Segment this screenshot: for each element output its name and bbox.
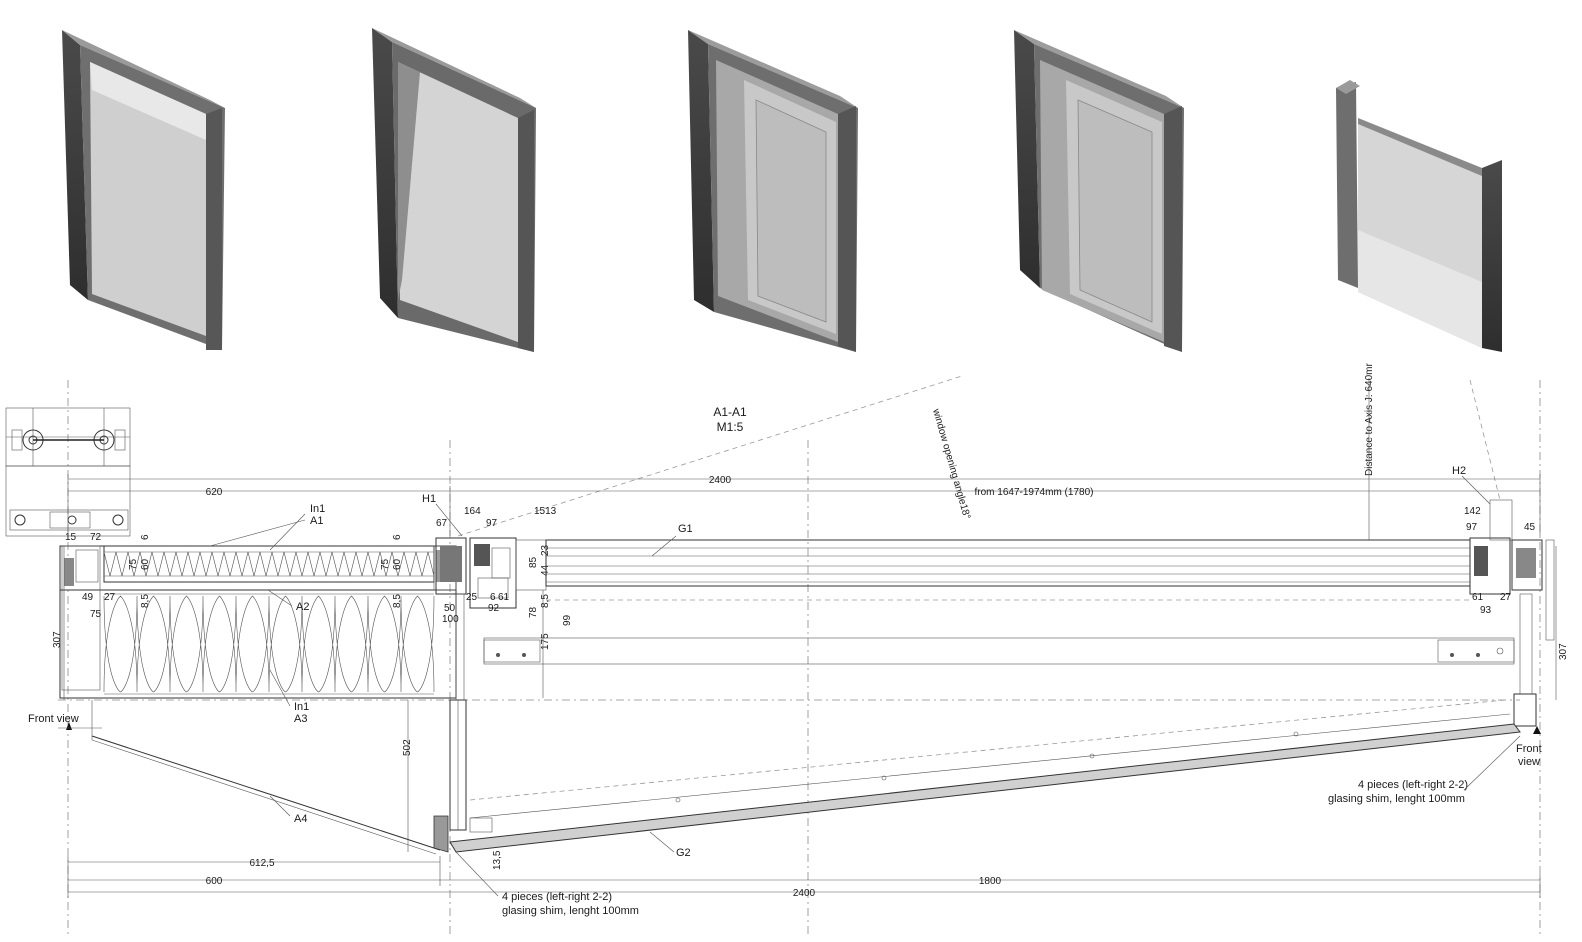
- leader-g2: [649, 831, 675, 853]
- frame-left-h1: [435, 537, 547, 831]
- dim-307a: 307: [52, 631, 63, 648]
- opening-angle-line: [457, 375, 963, 537]
- marker-g1: G1: [678, 523, 693, 535]
- dim-60a: 60: [140, 558, 151, 570]
- dim-75b: 75: [380, 558, 391, 570]
- dim-2400-bottom: 2400: [793, 888, 816, 899]
- dim-50: 50: [444, 603, 456, 614]
- axis-lines: [58, 380, 1541, 935]
- dim-27b: 27: [1500, 592, 1512, 603]
- label-a1: A1: [310, 515, 323, 527]
- label-a2: A2: [296, 601, 309, 613]
- dim-92: 92: [488, 603, 500, 614]
- dim-61a: 61: [498, 592, 510, 603]
- front-view-right-arrow: [1533, 726, 1541, 734]
- range-label: from 1647-1974mm (1780): [975, 487, 1094, 498]
- dim-620: 620: [206, 487, 223, 498]
- leader-a1: [269, 513, 306, 551]
- front-view-right-2: view: [1518, 756, 1540, 768]
- shim-left-line2: glasing shim, lenght 100mm: [502, 905, 639, 917]
- dim-93: 93: [1480, 605, 1492, 616]
- label-in1-top: In1: [310, 503, 325, 515]
- dim-2400-top: 2400: [709, 475, 732, 486]
- dim-15: 15: [65, 532, 77, 543]
- shim-right-line2: glasing shim, lenght 100mm: [1328, 793, 1465, 805]
- dim-142: 142: [1464, 506, 1481, 517]
- dim-307b: 307: [1558, 643, 1569, 660]
- dim-61b: 61: [1472, 592, 1484, 603]
- window-view-1: [62, 30, 225, 350]
- marker-g2: G2: [676, 847, 691, 859]
- leader-h1: [435, 503, 463, 537]
- window-view-5: [1336, 80, 1502, 352]
- insulation-lower: [103, 595, 435, 693]
- dim-99: 99: [562, 614, 573, 626]
- shim-right-leader: [1463, 735, 1521, 791]
- dim-6b: 6: [392, 534, 403, 540]
- dim-27a: 27: [104, 592, 116, 603]
- leader-in1: [209, 519, 306, 547]
- leader-h2: [1461, 475, 1491, 505]
- dim-49: 49: [82, 592, 94, 603]
- shim-left-line1: 4 pieces (left-right 2-2): [502, 891, 612, 903]
- dim-72: 72: [90, 532, 102, 543]
- frame-right-h2: [1469, 499, 1555, 727]
- section-title: A1-A1: [713, 405, 747, 419]
- dim-6a: 6: [140, 534, 151, 540]
- dim-175: 175: [540, 633, 551, 650]
- dim-67: 67: [436, 518, 448, 529]
- dim-45: 45: [1524, 522, 1536, 533]
- label-in1-bottom: In1: [294, 701, 309, 713]
- dim-60b: 60: [392, 558, 403, 570]
- plan-detail: [5, 407, 131, 537]
- dim-600: 600: [206, 876, 223, 887]
- reveal-a4: [91, 700, 449, 855]
- label-a4: A4: [294, 813, 307, 825]
- dim-75a: 75: [128, 558, 139, 570]
- marker-h2: H2: [1452, 465, 1466, 477]
- dim-97a: 97: [486, 518, 498, 529]
- leader-a2: [267, 589, 293, 607]
- dim-502: 502: [402, 739, 413, 756]
- marker-h1: H1: [422, 493, 436, 505]
- window-view-2: [372, 28, 536, 352]
- shim-left-leader: [455, 851, 499, 897]
- right-angle-line: [1469, 379, 1501, 501]
- dim-164: 164: [464, 506, 481, 517]
- shim-right-line1: 4 pieces (left-right 2-2): [1358, 779, 1468, 791]
- dim-100: 100: [442, 614, 459, 625]
- dim-75c: 75: [90, 609, 102, 620]
- sloped-sill-g2: [449, 699, 1521, 853]
- opening-angle-label: window opening angle18°: [930, 407, 972, 521]
- label-a3: A3: [294, 713, 307, 725]
- dim-78: 78: [528, 606, 539, 618]
- dim-8-5b: 8,5: [392, 594, 403, 608]
- dim-25: 25: [466, 592, 478, 603]
- section-scale: M1:5: [717, 420, 744, 434]
- glazing-unit-g1: [483, 539, 1515, 665]
- top-dimensions: [67, 474, 1541, 536]
- bottom-dimensions: [67, 856, 1541, 898]
- axis-distance-label: Distance to Axis J: 640mr: [1364, 363, 1375, 476]
- leader-a4: [269, 795, 291, 817]
- window-view-4: [1014, 30, 1184, 352]
- front-view-left: Front view: [28, 713, 79, 725]
- dim-13-5: 13,5: [492, 850, 503, 870]
- insulation-upper: [103, 551, 435, 577]
- dim-97b: 97: [1466, 522, 1478, 533]
- dim-1513: 1513: [534, 506, 557, 517]
- dim-8-5a: 8,5: [140, 594, 151, 608]
- leader-a3: [269, 669, 291, 707]
- leader-g1: [651, 535, 677, 557]
- dim-6c: 6: [490, 592, 496, 603]
- dim-85: 85: [528, 556, 539, 568]
- dim-8-5c: 8,5: [540, 594, 551, 608]
- dim-1800: 1800: [979, 876, 1002, 887]
- dim-612-5: 612,5: [249, 858, 274, 869]
- window-view-3: [688, 30, 858, 352]
- front-view-right-1: Front: [1516, 743, 1542, 755]
